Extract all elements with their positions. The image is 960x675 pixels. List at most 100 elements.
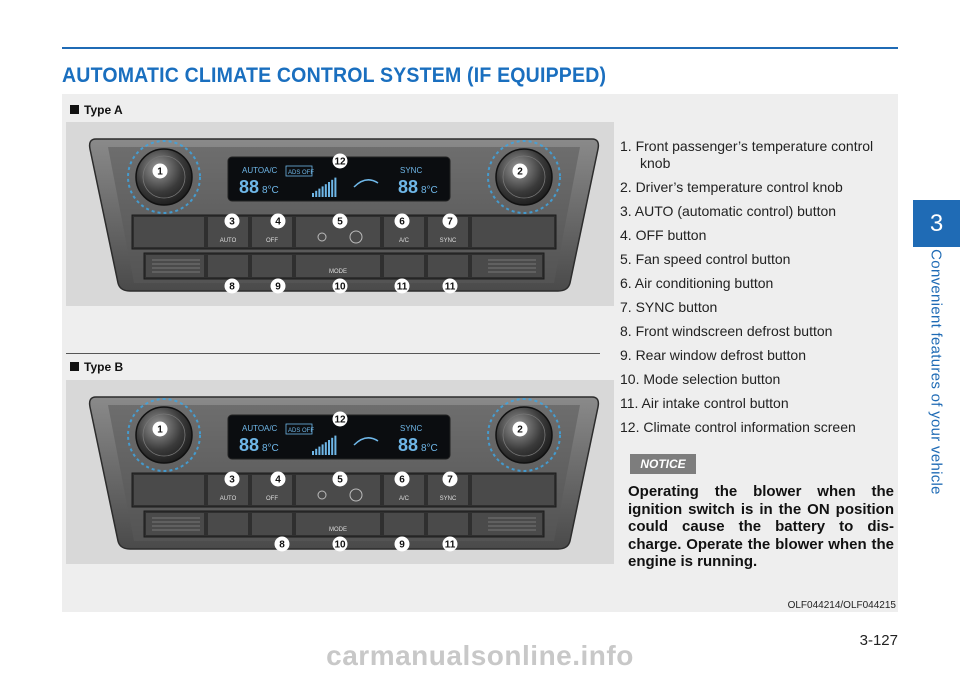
knob-ring: [142, 413, 186, 457]
component-item: 5. Fan speed control button: [620, 251, 900, 268]
callout-label: 12: [334, 415, 346, 426]
lcd-ads-off-text: ADS OFF: [288, 170, 314, 176]
component-item: 2. Driver’s temperature control knob: [620, 179, 900, 196]
component-item-text: 11. Air intake control button: [620, 395, 789, 411]
component-item-text: 1. Front passenger’s temperature control: [620, 138, 874, 154]
notice-text: Operating the blower when the ignition s…: [628, 483, 894, 570]
callout-label: 3: [229, 475, 235, 486]
fan-level-bar: [315, 190, 318, 197]
callout-number: 10: [332, 536, 348, 552]
callout-label: 1: [157, 167, 163, 178]
callout-circle: [442, 213, 458, 229]
callout-circle: [332, 536, 348, 552]
lcd-auto-text: AUTO: [242, 166, 264, 175]
callout-number: 2: [512, 163, 528, 179]
callout-label: 7: [447, 475, 453, 486]
lcd-ac-text: A/C: [264, 424, 278, 433]
fan-level-bar: [328, 440, 330, 455]
lcd-temp-digits: 88: [398, 435, 418, 455]
lcd-temp-unit: 8°C: [262, 185, 279, 196]
callout-number: 1: [152, 163, 168, 179]
control-button: [384, 513, 424, 535]
callout-label: 5: [337, 475, 343, 486]
control-button: [472, 255, 542, 277]
component-item-text-cont: knob: [640, 155, 671, 171]
control-button: [428, 255, 468, 277]
callout-number: 3: [224, 471, 240, 487]
airflow-arrow-icon: [353, 437, 379, 446]
top-rule: [62, 47, 898, 49]
mode-button-label: MODE: [329, 269, 347, 275]
component-item: 7. SYNC button: [620, 299, 900, 316]
fan-level-bar: [312, 193, 314, 197]
component-item: 11. Air intake control button: [620, 395, 900, 412]
callout-circle: [270, 471, 286, 487]
fan-small-icon: [317, 232, 327, 242]
fan-level-bar: [331, 179, 334, 197]
fan-level-bar: [321, 444, 324, 455]
callout-number: 4: [270, 213, 286, 229]
callout-circle: [512, 421, 528, 437]
callout-number: 1: [152, 421, 168, 437]
lcd-ads-off-text: ADS OFF: [288, 428, 314, 434]
control-button: [146, 513, 204, 535]
lcd-temp-digits: 88: [239, 435, 259, 455]
mode-button-label: MODE: [329, 527, 347, 533]
lcd-temp-digits: 88: [239, 177, 259, 197]
lcd-temp-unit: 8°C: [421, 443, 438, 454]
callout-number: 6: [394, 471, 410, 487]
chapter-title: Convenient features of your vehicle: [927, 249, 945, 495]
ads-off-box: [285, 165, 313, 177]
callout-number: 11: [442, 536, 458, 552]
fan-large-icon: [349, 230, 363, 244]
callout-number: 10: [332, 278, 348, 294]
knob-ring: [502, 155, 546, 199]
callout-label: 9: [275, 282, 281, 293]
component-item-text: 8. Front windscreen defrost button: [620, 323, 833, 339]
sync-button-label: SYNC: [440, 496, 457, 502]
control-button: [296, 513, 380, 535]
temperature-scale: [487, 140, 561, 214]
callout-number: 9: [394, 536, 410, 552]
type-b-label-text: Type B: [84, 360, 124, 374]
page-number: 3-127: [859, 632, 898, 649]
lcd-sync-text: SYNC: [400, 166, 422, 175]
control-button: [252, 513, 292, 535]
callout-circle: [512, 163, 528, 179]
fan-level-bar: [334, 177, 337, 197]
chapter-tab: 3: [913, 200, 960, 247]
callout-number: 4: [270, 471, 286, 487]
control-button: [472, 217, 554, 247]
temperature-scale: [127, 398, 201, 472]
component-item-text: 10. Mode selection button: [620, 371, 781, 387]
lcd-temp-unit: 8°C: [262, 443, 279, 454]
divider: [66, 353, 600, 354]
auto-button-label: AUTO: [220, 238, 237, 244]
callout-label: 2: [517, 167, 523, 178]
lcd-ac-text: A/C: [264, 166, 278, 175]
off-button-label: OFF: [266, 496, 278, 502]
callout-label: 6: [399, 475, 405, 486]
control-button: [296, 255, 380, 277]
callout-label: 4: [275, 475, 281, 486]
callout-circle: [394, 536, 410, 552]
component-item-text: 2. Driver’s temperature control knob: [620, 179, 843, 195]
callout-number: 5: [332, 213, 348, 229]
control-button: [208, 513, 248, 535]
callout-circle: [224, 213, 240, 229]
fan-level-bar: [328, 182, 330, 197]
callout-number: 7: [442, 213, 458, 229]
callout-label: 6: [399, 217, 405, 228]
component-item: 3. AUTO (automatic control) button: [620, 203, 900, 220]
control-button: [384, 255, 424, 277]
fan-large-icon: [349, 488, 363, 502]
auto-button-label: AUTO: [220, 496, 237, 502]
callout-circle: [152, 163, 168, 179]
component-item: 4. OFF button: [620, 227, 900, 244]
callout-circle: [332, 471, 348, 487]
fan-small-icon: [317, 490, 327, 500]
lcd-temp-unit: 8°C: [421, 185, 438, 196]
callout-number: 7: [442, 471, 458, 487]
callout-number: 5: [332, 471, 348, 487]
